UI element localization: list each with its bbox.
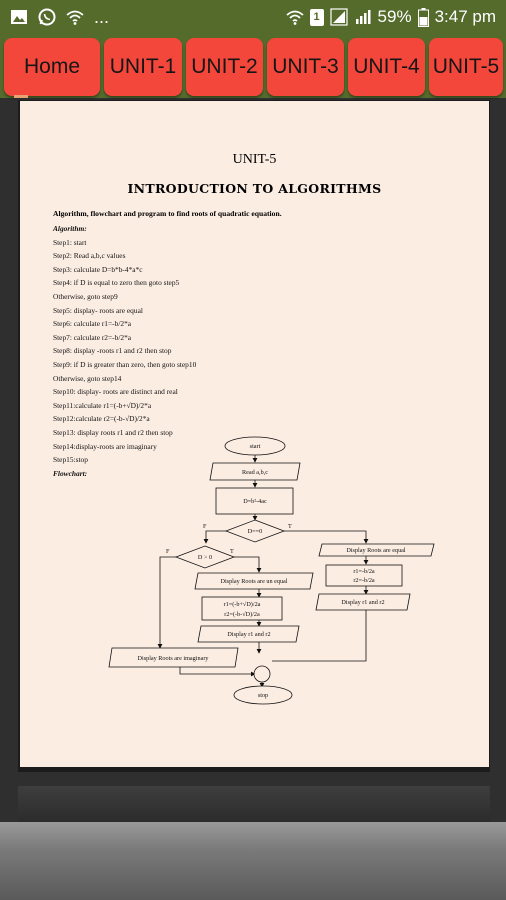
algorithm-step: Otherwise, goto step14	[53, 373, 122, 383]
battery-percent: 59%	[377, 7, 412, 26]
algorithm-step: Step13: display roots r1 and r2 then sto…	[53, 427, 173, 437]
tab-unit-5[interactable]: UNIT-5	[429, 38, 503, 96]
document-intro: Algorithm, flowchart and program to find…	[53, 209, 282, 218]
flowchart-unequal-roots	[201, 596, 283, 621]
algorithm-step: Step14:display-roots are imaginary	[53, 441, 157, 451]
wifi-icon	[66, 10, 84, 25]
flowchart-heading: Flowchart:	[53, 468, 88, 478]
algorithm-step: Step9: if D is greater than zero, then g…	[53, 359, 197, 369]
flowchart-display-unequal-output-label: Display r1 and r2	[227, 631, 270, 638]
false-label: F	[203, 523, 207, 530]
algorithm-step: Step4: if D is equal to zero then goto s…	[53, 278, 180, 288]
flowchart-unequal-r2: r2=(-b-√D)/2a	[224, 611, 260, 618]
flowchart-equal-r2: r2=-b/2a	[353, 577, 375, 584]
clock: 3:47 pm	[434, 7, 496, 26]
tab-unit-3[interactable]: UNIT-3	[267, 38, 344, 96]
flowchart-display-unequal-output	[197, 625, 300, 643]
sim-icon: 1	[309, 8, 324, 26]
flowchart-display-unequal	[194, 572, 314, 590]
algorithm-step: Step5: display- roots are equal	[53, 305, 143, 315]
false-label: F	[166, 548, 170, 555]
tab-unit-1[interactable]: UNIT-1	[104, 38, 182, 96]
flowchart-display-equal-output	[315, 593, 411, 611]
algorithm-step: Step11:calculate r1=(-b+√D)/2*a	[53, 400, 152, 410]
algorithm-step: Step10: display- roots are distinct and …	[53, 387, 178, 397]
algorithm-step: Step3: calculate D=b*b-4*a*c	[53, 264, 143, 274]
image-icon	[11, 10, 27, 24]
flowchart-start	[224, 436, 286, 456]
tab-bar: Home UNIT-1 UNIT-2 UNIT-3 UNIT-4 UNIT-5	[0, 36, 506, 98]
flowchart-compute-label: D=b²-4ac	[243, 498, 267, 505]
flowchart-unequal-r1: r1=(-b+√D)/2a	[224, 601, 261, 608]
flowchart-display-imaginary	[108, 647, 239, 668]
true-label: T	[230, 548, 234, 555]
flowchart-display-imaginary-label: Display Roots are imaginary	[138, 655, 210, 662]
page-edge	[14, 95, 28, 98]
tab-unit-4[interactable]: UNIT-4	[348, 38, 425, 96]
flowchart-decision-d-zero-label: D==0	[248, 528, 263, 535]
flowchart-read-label: Read a,b,c	[242, 469, 268, 476]
true-label: T	[288, 523, 292, 530]
whatsapp-icon	[38, 8, 56, 26]
navigation-bar	[0, 822, 506, 900]
algorithm-steps: Algorithm: Step1: start Step2: Read a,b,…	[53, 222, 196, 480]
more-notifications: ...	[94, 7, 110, 27]
document-page[interactable]: UNIT-5 INTRODUCTION TO ALGORITHMS Algori…	[20, 101, 489, 767]
document-gutter	[18, 786, 490, 824]
algorithm-step: Step2: Read a,b,c values	[53, 251, 126, 261]
flowchart-equal-roots	[325, 564, 403, 587]
signal-icon	[355, 10, 371, 24]
tab-home[interactable]: Home	[4, 38, 100, 96]
flowchart-decision-d-positive	[174, 545, 236, 569]
flowchart-read	[209, 462, 301, 481]
wifi-icon	[285, 10, 304, 25]
algorithm-step: Step1: start	[53, 237, 87, 247]
flowchart-equal-r1: r1=-b/2a	[353, 568, 375, 575]
flowchart-decision-d-positive-label: D > 0	[198, 554, 212, 561]
flowchart-display-unequal-label: Display Roots are un equal	[220, 578, 287, 585]
algorithm-step: Step12:calculate r2=(-b-√D)/2*a	[53, 414, 150, 424]
algorithm-step: Otherwise, goto step9	[53, 291, 118, 301]
tab-unit-2[interactable]: UNIT-2	[186, 38, 263, 96]
algorithm-heading: Algorithm:	[53, 224, 87, 233]
flowchart-display-equal-label: Display Roots are equal	[346, 547, 406, 554]
flowchart-start-label: start	[250, 443, 261, 450]
signal-icon	[329, 8, 348, 26]
status-bar: ... 1 59% 3:47 pm	[0, 0, 506, 36]
flowchart-stop	[233, 685, 293, 705]
document-unit: UNIT-5	[232, 152, 277, 167]
flowchart-display-equal	[318, 543, 435, 557]
battery-icon	[417, 7, 429, 27]
algorithm-step: Step8: display -roots r1 and r2 then sto…	[53, 346, 172, 356]
algorithm-step: Step15:stop	[53, 455, 88, 465]
document-title: INTRODUCTION TO ALGORITHMS	[127, 181, 382, 196]
flowchart: start Read a,b,c D=b²-4ac D==0 D > 0 F T…	[108, 436, 435, 705]
flowchart-stop-label: stop	[258, 692, 268, 699]
algorithm-step: Step6: calculate r1=-b/2*a	[53, 319, 132, 329]
flowchart-decision-d-zero	[224, 519, 286, 543]
flowchart-connector	[253, 665, 271, 683]
flowchart-display-equal-output-label: Display r1 and r2	[341, 599, 384, 606]
flowchart-compute	[215, 487, 294, 515]
algorithm-step: Step7: calculate r2=-b/2*a	[53, 332, 132, 342]
